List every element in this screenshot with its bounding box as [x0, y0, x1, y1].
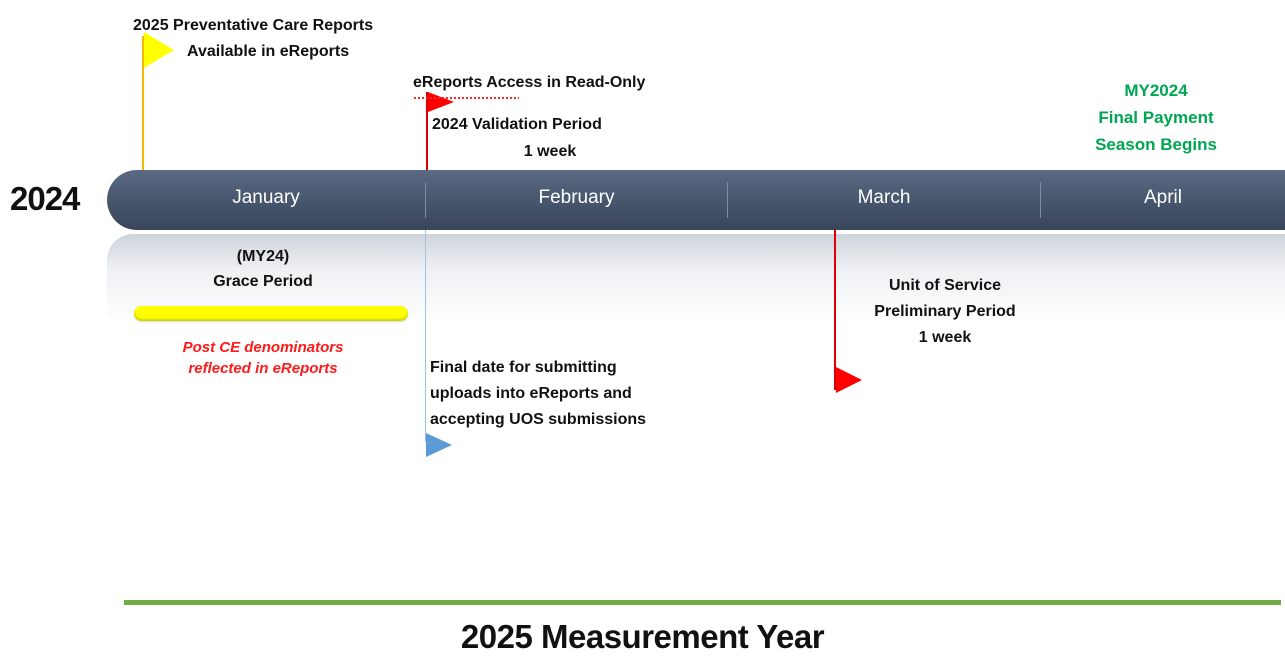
yellow-flag-icon	[144, 32, 174, 68]
red-flag-pole	[426, 92, 428, 170]
year-label: 2024	[10, 180, 80, 217]
month-divider	[425, 182, 426, 218]
preventative-reports-line1: 2025 Preventative Care Reports	[133, 17, 374, 34]
timeline-bar: January February March April	[107, 170, 1285, 230]
uos-flag-icon	[836, 367, 862, 393]
month-divider	[1040, 182, 1041, 218]
blue-flag-icon	[426, 433, 452, 457]
final-date-line2: uploads into eReports and	[430, 385, 632, 402]
read-only-label: eReports Access in Read-Only	[413, 74, 646, 91]
yellow-flag-pole	[142, 36, 144, 170]
uos-line1: Unit of Service	[888, 277, 1002, 294]
measurement-year-line	[124, 600, 1281, 605]
blue-flag-pole	[425, 230, 426, 442]
month-february: February	[538, 187, 615, 208]
uos-flag-pole	[834, 230, 836, 390]
final-date-line3: accepting UOS submissions	[430, 411, 647, 428]
uos-note: Unit of Service Preliminary Period 1 wee…	[834, 273, 1056, 351]
preventative-reports-line2: Available in eReports	[187, 43, 350, 60]
month-march: March	[857, 187, 911, 208]
validation-period-line1: 2024 Validation Period	[432, 116, 602, 133]
uos-line3: 1 week	[918, 329, 972, 346]
final-date-note: Final date for submitting uploads into e…	[430, 355, 646, 433]
grace-period-line2: Grace Period	[213, 273, 313, 290]
grace-period-line1: (MY24)	[236, 248, 290, 265]
grace-period-bar	[134, 306, 408, 321]
grace-period-note: (MY24) Grace Period	[150, 244, 376, 294]
final-payment-line3: Season Begins	[1095, 135, 1217, 154]
final-payment-line2: Final Payment	[1098, 108, 1214, 127]
uos-line2: Preliminary Period	[874, 303, 1016, 320]
final-payment-line1: MY2024	[1124, 81, 1188, 100]
month-january: January	[232, 187, 300, 208]
red-flag-icon	[428, 92, 454, 112]
validation-period-line2: 1 week	[523, 143, 577, 160]
spellcheck-underline	[413, 96, 519, 100]
month-divider	[727, 182, 728, 218]
month-april: April	[1143, 187, 1182, 208]
measurement-year-title: 2025 Measurement Year	[460, 618, 825, 655]
final-payment-note: MY2024 Final Payment Season Begins	[1050, 77, 1262, 158]
post-ce-line2: reflected in eReports	[188, 360, 338, 377]
post-ce-note: Post CE denominators reflected in eRepor…	[140, 337, 386, 379]
post-ce-line1: Post CE denominators	[182, 339, 344, 356]
final-date-line1: Final date for submitting	[430, 359, 617, 376]
